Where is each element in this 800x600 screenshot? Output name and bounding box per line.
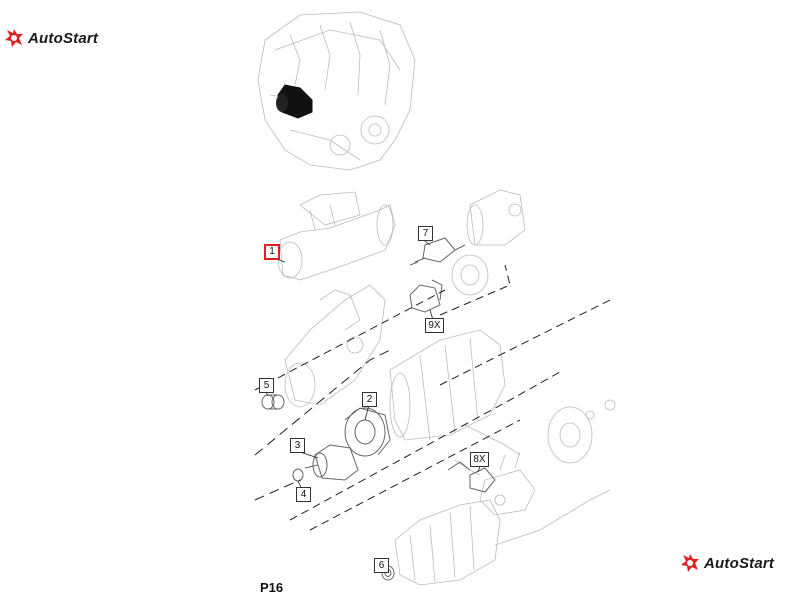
guide-line xyxy=(254,479,301,501)
leader-line xyxy=(364,404,370,421)
callout-8x[interactable]: 8X xyxy=(470,452,489,467)
guide-line xyxy=(254,349,391,456)
callout-2[interactable]: 2 xyxy=(362,392,377,407)
guide-line xyxy=(309,419,521,531)
drive-end-housing xyxy=(284,284,386,408)
guide-line xyxy=(439,264,511,316)
callout-6[interactable]: 6 xyxy=(374,558,389,573)
fork-lever xyxy=(409,279,443,313)
pinion-drive xyxy=(304,444,359,481)
callout-7[interactable]: 7 xyxy=(418,226,433,241)
armature xyxy=(394,489,611,586)
brush-wire xyxy=(464,424,521,456)
leader-line xyxy=(477,465,481,473)
gear-disk xyxy=(451,254,489,296)
plunger xyxy=(409,237,466,266)
logo-text: AutoStart xyxy=(28,29,99,47)
callout-1[interactable]: 1 xyxy=(264,244,280,260)
leader-line xyxy=(297,480,302,488)
brush-set xyxy=(447,461,496,493)
planetary-gear xyxy=(344,407,391,457)
callout-9x[interactable]: 9X xyxy=(425,318,444,333)
autostart-logo-icon xyxy=(681,554,699,572)
page-label: P16 xyxy=(260,580,284,595)
motor-body xyxy=(389,329,506,441)
callout-3[interactable]: 3 xyxy=(290,438,305,453)
engine-block xyxy=(257,11,416,171)
autostart-logo-icon xyxy=(5,29,23,47)
guide-line xyxy=(439,299,611,386)
leader-line xyxy=(424,240,431,246)
autostart-logo-bottom: AutoStart xyxy=(680,553,774,573)
guide-line xyxy=(254,289,446,391)
commutator-cover xyxy=(547,399,616,464)
solenoid xyxy=(466,189,526,246)
starter-location-highlight xyxy=(276,84,313,119)
bushing xyxy=(261,394,285,410)
stop-ring xyxy=(292,468,304,482)
autostart-logo-top: AutoStart xyxy=(4,28,98,48)
callout-5[interactable]: 5 xyxy=(259,378,274,393)
logo-text: AutoStart xyxy=(704,554,775,572)
guide-line xyxy=(289,371,561,521)
callout-4[interactable]: 4 xyxy=(296,487,311,502)
starter-assembly xyxy=(277,191,396,281)
